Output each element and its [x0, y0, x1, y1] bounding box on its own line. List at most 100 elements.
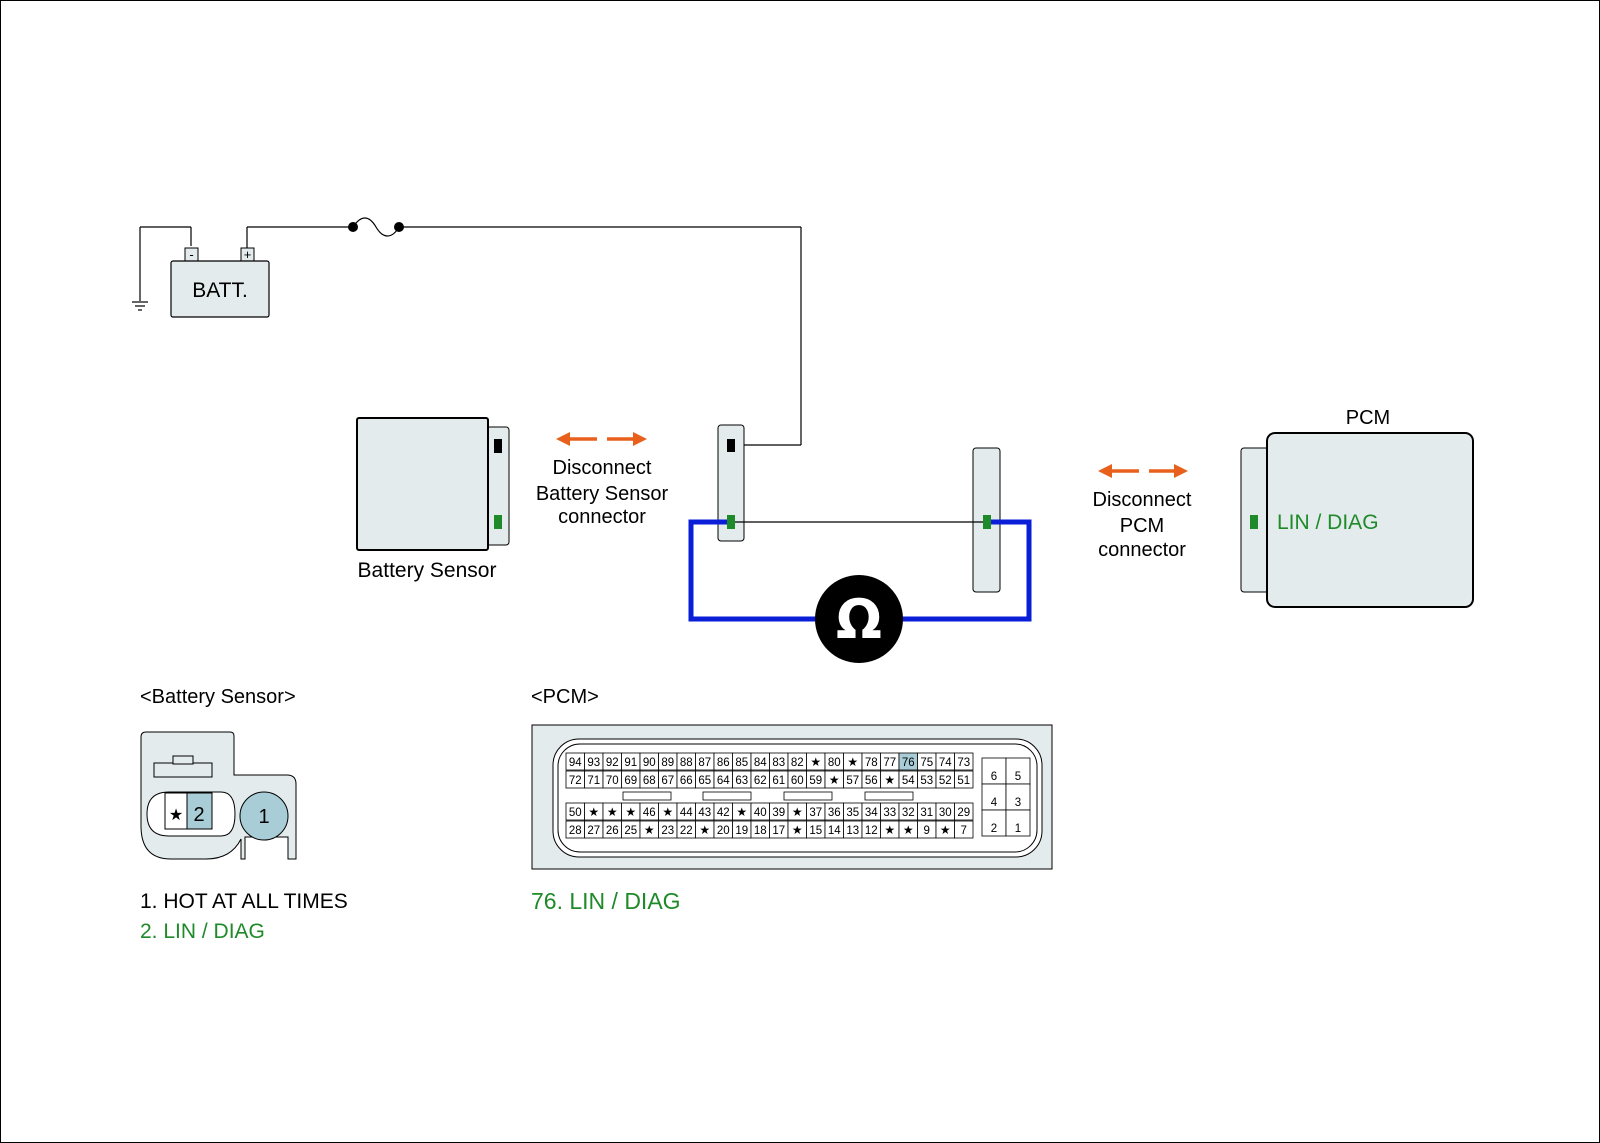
pcm-pin-cell: [1005, 809, 1031, 837]
pcm-pin-label: ★: [699, 823, 710, 837]
pcm-pin-cell: [954, 802, 974, 821]
pcm-pin-label: 29: [957, 807, 970, 819]
ground-icon: [132, 301, 148, 311]
sensor-legend-1: 1. HOT AT ALL TIMES: [140, 890, 348, 913]
pcm-pin-label: 69: [624, 775, 637, 787]
pcm-pin-label: ★: [884, 773, 895, 787]
pcm-connector-title: <PCM>: [531, 686, 599, 708]
pcm-pin-label: ★: [829, 773, 840, 787]
pcm-pin-label: 52: [939, 775, 952, 787]
pcm-pin-label: ★: [792, 805, 803, 819]
pcm-pin-label: 18: [754, 825, 767, 837]
pcm-pin-label: 20: [717, 825, 730, 837]
pcm-pin-label: 12: [865, 825, 878, 837]
pcm-pin-label: 32: [902, 807, 915, 819]
pcm-pin-label: 9: [924, 825, 930, 837]
pcm-pin-label: 2: [991, 823, 997, 835]
pcm-pin-label: 65: [698, 775, 711, 787]
pcm-pin-label: 34: [865, 807, 878, 819]
pcm-pin-label: ★: [607, 805, 618, 819]
pcm-pin-label: 94: [569, 757, 582, 769]
pcm-pin-label: 71: [587, 775, 600, 787]
disconnect-pcm-line3: connector: [1098, 539, 1186, 561]
pcm-pin-label: 72: [569, 775, 582, 787]
pcm-pin-label: 36: [828, 807, 841, 819]
pcm-pin-label: 93: [587, 757, 600, 769]
pcm-pin-label: ★: [588, 805, 599, 819]
sensor-terminal-black: [494, 439, 502, 453]
pcm-title: PCM: [1346, 407, 1390, 429]
pcm-terminal-label: LIN / DIAG: [1277, 511, 1379, 534]
sensor-pin-star: ★: [169, 807, 183, 824]
pcm-pin-label: 64: [717, 775, 730, 787]
pcm-pin-label: 23: [661, 825, 674, 837]
pcm-pin-cell: [954, 820, 974, 839]
pcm-pin-label: 77: [883, 757, 896, 769]
pcm-pin-label: 63: [735, 775, 748, 787]
pcm-pin-label: 22: [680, 825, 693, 837]
pcm-pin-label: 30: [939, 807, 952, 819]
pcm-pin-label: 78: [865, 757, 878, 769]
sensor-terminal-green: [494, 515, 502, 529]
sensor-connector-title: <Battery Sensor>: [140, 686, 296, 708]
pcm-pin-label: ★: [847, 755, 858, 769]
pcm-pin-label: 15: [809, 825, 822, 837]
disconnect-sensor-line2: Battery Sensor: [536, 483, 669, 505]
pcm-pin-label: 60: [791, 775, 804, 787]
harness-terminal-black: [727, 439, 735, 452]
pcm-pin-label: 74: [939, 757, 952, 769]
pcm-pin-label: ★: [940, 823, 951, 837]
battery-box: [170, 260, 270, 318]
pcm-pin-label: 88: [680, 757, 693, 769]
sensor-pin-2: 2: [193, 804, 204, 826]
disconnect-sensor-line3: connector: [558, 506, 646, 528]
pcm-pin-label: 59: [809, 775, 822, 787]
pcm-pin-label: 43: [698, 807, 711, 819]
pcm-pin-label: 3: [1015, 797, 1021, 809]
battery-pos-label: +: [244, 247, 252, 262]
pcm-pin-label: 89: [661, 757, 674, 769]
disconnect-sensor-line1: Disconnect: [553, 457, 652, 479]
pcm-pin-label: ★: [662, 805, 673, 819]
pcm-pin-label: 62: [754, 775, 767, 787]
pcm-pin-label: 39: [772, 807, 785, 819]
sensor-legend-2: 2. LIN / DIAG: [140, 920, 265, 943]
pcm-pin-label: 92: [606, 757, 619, 769]
pcm-pin-label: 66: [680, 775, 693, 787]
battery-sensor-module: Battery Sensor: [356, 417, 510, 582]
pcm-pin-label: 70: [606, 775, 619, 787]
pcm-pin-label: 50: [569, 807, 582, 819]
ohmmeter-icon: Ω: [815, 575, 903, 663]
pcm-pin-label: 26: [606, 825, 619, 837]
ohm-symbol: Ω: [836, 588, 882, 651]
pcm-pin-label: 91: [624, 757, 637, 769]
pcm-pin-label: 75: [920, 757, 933, 769]
pcm-pin-label: 28: [569, 825, 582, 837]
sensor-connector-face: ★ 2 1: [140, 731, 297, 860]
battery-neg-label: -: [189, 247, 193, 262]
pcm-latch-tab: [702, 791, 752, 801]
pcm-pin-cell: [954, 770, 974, 789]
pcm-pin-label: 53: [920, 775, 933, 787]
sensor-pin-1: 1: [258, 806, 269, 828]
disconnect-pcm-line1: Disconnect: [1093, 489, 1192, 511]
pcm-pin-label: 14: [828, 825, 841, 837]
pcm-pin-cell: [1005, 783, 1031, 811]
pcm-pin-label: 61: [772, 775, 785, 787]
fuse-icon: [348, 217, 404, 237]
disconnect-pcm-line2: PCM: [1120, 515, 1164, 537]
pcm-pin-label: 85: [735, 757, 748, 769]
pcm-terminal-green: [1250, 515, 1258, 529]
pcm-pin-cell: [954, 752, 974, 771]
pcm-module: PCM LIN / DIAG: [1240, 407, 1474, 608]
pcm-pin-label: 5: [1015, 771, 1021, 783]
disconnect-arrows-pcm: [1098, 464, 1188, 478]
pcm-pin-label: 7: [961, 825, 967, 837]
pcm-latch-tab: [783, 791, 833, 801]
pcm-connector-legend: 76. LIN / DIAG: [531, 888, 681, 914]
harness-terminal-green-right: [983, 515, 991, 529]
pcm-pin-label: 27: [587, 825, 600, 837]
pcm-pin-label: 31: [920, 807, 933, 819]
